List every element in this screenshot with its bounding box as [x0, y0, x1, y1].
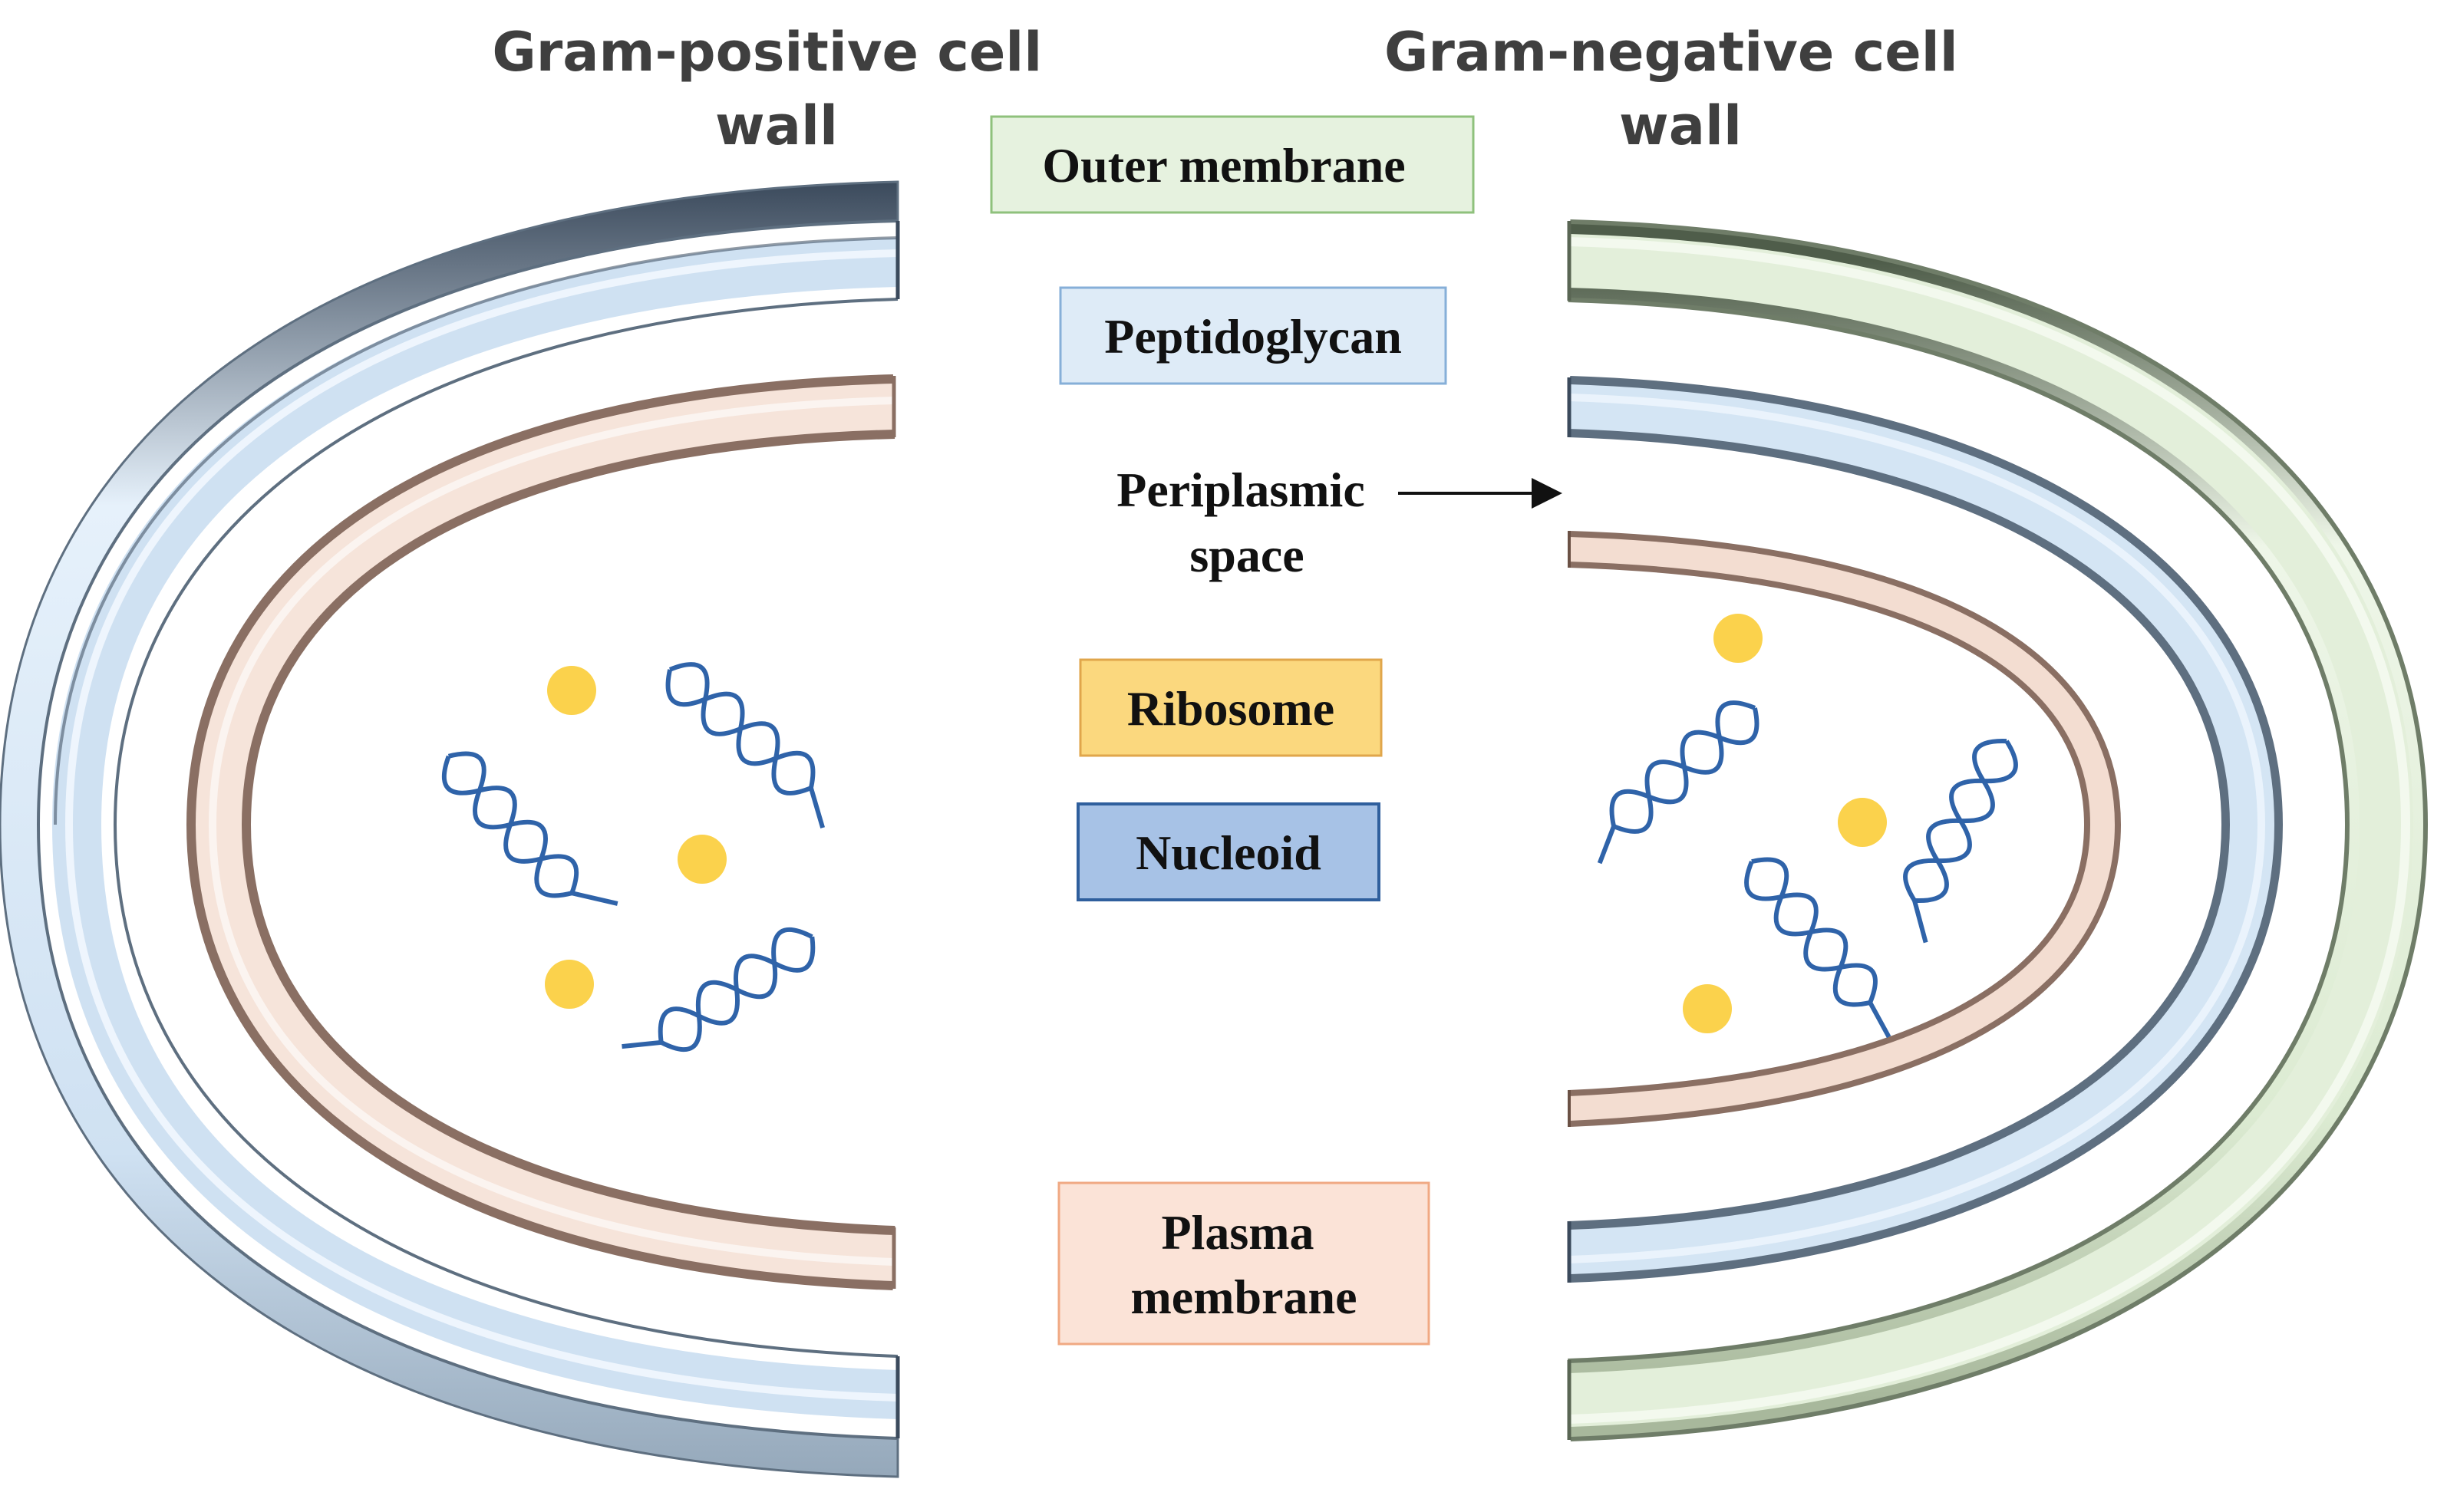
legend-label-peptidoglycan: Peptidoglycan	[1104, 309, 1402, 364]
dna-helix	[441, 751, 618, 906]
legend-box-peptidoglycan	[1059, 286, 1447, 385]
dna-helix	[1597, 700, 1759, 865]
dna-helix	[665, 662, 825, 828]
ribosome-dot	[1838, 798, 1887, 847]
legend-box-plasma-membrane	[1057, 1181, 1430, 1346]
dna-helix	[1903, 739, 2018, 944]
ribosome-dot	[547, 666, 596, 715]
ribosome-dot	[1683, 984, 1732, 1033]
dna-helix	[622, 927, 816, 1052]
legend-label-plasma-membrane: Plasma membrane	[1130, 1205, 1357, 1324]
dna-helix	[1744, 857, 1891, 1039]
gp-plasma-membrane	[186, 374, 895, 1290]
legend-label-periplasmic-space: Periplasmic space	[1116, 463, 1377, 582]
gram-positive-title: Gram-positive cell wall	[492, 21, 1060, 157]
ribosome-dot	[678, 835, 727, 884]
gram-positive-cell	[0, 180, 900, 1478]
gp-peptidoglycan-layer	[0, 180, 899, 1478]
gram-negative-cell	[1567, 219, 2429, 1441]
legend-label-outer-membrane: Outer membrane	[1042, 138, 1405, 193]
gn-peptidoglycan-layer	[1568, 376, 2284, 1283]
legend-label-ribosome: Ribosome	[1127, 681, 1334, 736]
legend-box-nucleoid	[1077, 802, 1380, 901]
gn-plasma-membrane	[1568, 531, 2122, 1127]
gram-negative-title: Gram-negative cell wall	[1384, 21, 1977, 157]
ribosome-dot	[1713, 614, 1763, 663]
legend-label-nucleoid: Nucleoid	[1136, 825, 1321, 880]
legend-box-ribosome	[1079, 658, 1383, 757]
legend-box-outer-membrane	[990, 115, 1475, 214]
ribosome-dot	[545, 960, 594, 1009]
